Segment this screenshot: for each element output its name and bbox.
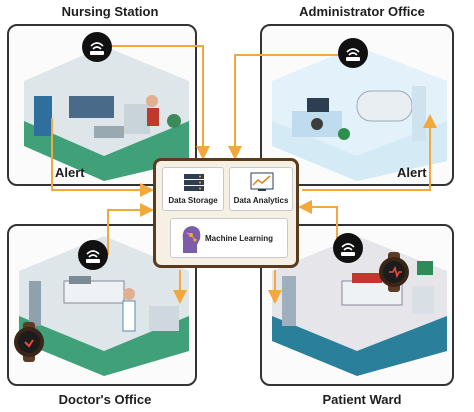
title-administrator-office: Administrator Office [299, 4, 425, 19]
panel-nursing-station [7, 24, 197, 186]
ai-head-icon [182, 226, 201, 253]
arrow-doctor-to-hub [107, 203, 154, 255]
arrow-nursing-to-hub [112, 45, 210, 160]
wifi-router-icon [78, 240, 108, 270]
title-nursing-station: Nursing Station [61, 4, 159, 19]
server-icon [184, 174, 204, 191]
data-storage-label: Data Storage [168, 196, 218, 205]
wifi-router-icon [338, 38, 368, 68]
wifi-router-icon [82, 32, 112, 62]
arrow-admin-alert [302, 114, 437, 191]
data-analytics-box: Data Analytics [229, 167, 293, 211]
data-storage-box: Data Storage [162, 167, 224, 211]
analytics-icon [250, 172, 274, 191]
doctors-office-illustration [19, 236, 189, 376]
machine-learning-box: Machine Learning [170, 218, 288, 258]
title-doctors-office: Doctor's Office [58, 392, 152, 407]
wifi-router-icon [333, 233, 363, 263]
smartwatch-icon [14, 322, 44, 362]
administrator-office-illustration [272, 46, 447, 181]
central-data-hub: Data Storage Data Analytics Machine Lear… [153, 158, 299, 268]
arrow-nursing-alert [51, 118, 154, 197]
arrow-ward-to-hub [298, 200, 338, 240]
arrow-admin-to-hub [228, 54, 340, 160]
nursing-station-illustration [24, 46, 189, 181]
machine-learning-label: Machine Learning [205, 234, 274, 243]
alert-label-left: Alert [55, 165, 85, 180]
title-patient-ward: Patient Ward [322, 392, 402, 407]
panel-doctors-office [7, 224, 197, 386]
alert-label-right: Alert [397, 165, 427, 180]
smartwatch-icon [379, 252, 409, 292]
data-analytics-label: Data Analytics [233, 196, 289, 205]
